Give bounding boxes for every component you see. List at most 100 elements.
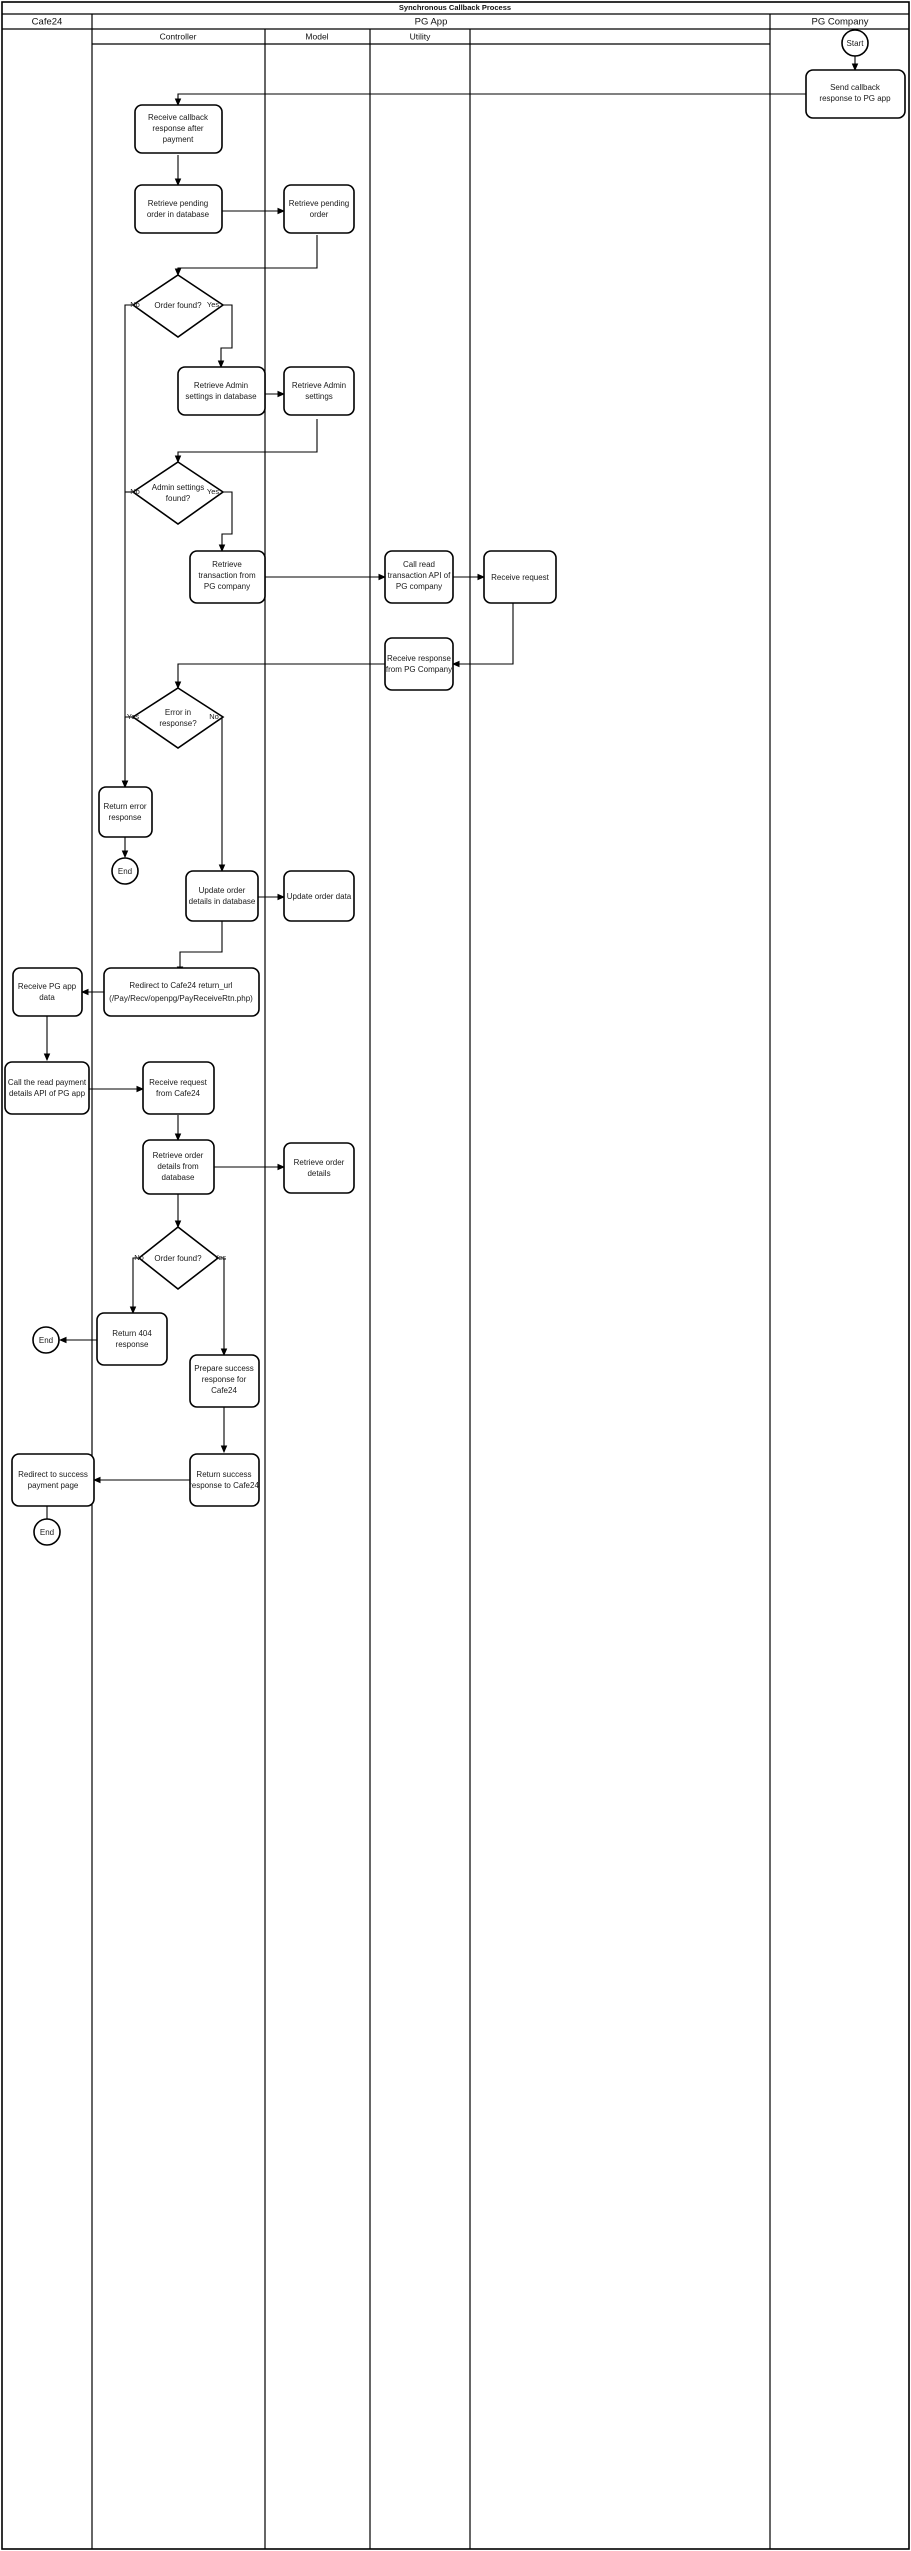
svg-text:Retrieve pending: Retrieve pending (148, 199, 208, 208)
edge-retrieve-admin-to-admin-found (174, 419, 318, 464)
svg-text:response to Cafe24: response to Cafe24 (189, 1481, 259, 1490)
node-end-1[interactable]: End (111, 857, 139, 885)
svg-text:details: details (307, 1169, 330, 1178)
svg-text:Retrieve order: Retrieve order (153, 1151, 204, 1160)
svg-text:Receive request: Receive request (149, 1078, 208, 1087)
node-order-found-1[interactable]: Order found? (131, 274, 225, 338)
svg-text:from PG Company: from PG Company (386, 665, 452, 674)
edge-label-error-yes: Yes (127, 712, 139, 721)
node-end-3-label: End (40, 1528, 54, 1537)
svg-text:Error in: Error in (165, 708, 191, 717)
svg-text:transaction from: transaction from (198, 571, 256, 580)
node-start[interactable]: Start (841, 29, 869, 57)
svg-text:Update order data: Update order data (287, 892, 352, 901)
node-admin-found[interactable]: Admin settings found? (131, 461, 225, 525)
svg-text:data: data (39, 993, 55, 1002)
edge-order-found-1-yes (217, 304, 233, 369)
node-receive-request-cafe24[interactable]: Receive request from Cafe24 (142, 1061, 215, 1115)
svg-text:details in database: details in database (189, 897, 256, 906)
svg-text:Order found?: Order found? (154, 301, 202, 310)
svg-text:Retrieve order: Retrieve order (294, 1158, 345, 1167)
edge-update-order-db-to-redirect-return-url (176, 921, 223, 975)
node-return-error[interactable]: Return error response (98, 786, 153, 838)
svg-text:Redirect to Cafe24 return_url: Redirect to Cafe24 return_url (129, 981, 232, 990)
edge-label-order-found-2-yes: Yes (214, 1253, 226, 1262)
node-return-404[interactable]: Return 404 response (96, 1312, 168, 1366)
svg-text:settings in database: settings in database (185, 392, 257, 401)
node-end-2[interactable]: End (32, 1326, 60, 1354)
svg-text:Return success: Return success (196, 1470, 251, 1479)
svg-text:response?: response? (159, 719, 197, 728)
node-prepare-success[interactable]: Prepare success response for Cafe24 (189, 1354, 260, 1408)
node-retrieve-pending-db[interactable]: Retrieve pending order in database (134, 184, 223, 234)
svg-text:response: response (109, 813, 142, 822)
svg-text:response: response (116, 1340, 149, 1349)
edge-label-admin-found-no: No (130, 487, 140, 496)
node-error-in-response[interactable]: Error in response? (131, 687, 225, 749)
svg-text:Redirect to success: Redirect to success (18, 1470, 88, 1479)
node-retrieve-admin[interactable]: Retrieve Admin settings (283, 366, 355, 416)
node-retrieve-order-db[interactable]: Retrieve order details from database (142, 1139, 215, 1195)
edge-label-order-found-1-no: No (130, 300, 140, 309)
svg-text:Call read: Call read (403, 560, 435, 569)
svg-text:Call the read payment: Call the read payment (8, 1078, 87, 1087)
svg-text:PG company: PG company (396, 582, 442, 591)
edge-labels: No Yes No Yes Yes No No Yes (127, 300, 226, 1262)
svg-text:database: database (162, 1173, 195, 1182)
lane-title-pgapp: PG App (415, 17, 448, 28)
flow-edges (43, 56, 859, 1532)
node-retrieve-pending[interactable]: Retrieve pending order (283, 184, 355, 234)
svg-text:Update order: Update order (199, 886, 246, 895)
svg-text:Return 404: Return 404 (112, 1329, 152, 1338)
svg-text:Order found?: Order found? (154, 1254, 202, 1263)
node-redirect-success[interactable]: Redirect to success payment page (11, 1453, 95, 1507)
svg-text:found?: found? (166, 494, 191, 503)
node-call-read-api[interactable]: Call read transaction API of PG company (384, 550, 454, 604)
node-call-read-payment[interactable]: Call the read payment details API of PG … (4, 1061, 90, 1115)
svg-text:payment page: payment page (28, 1481, 79, 1490)
node-update-order-data[interactable]: Update order data (283, 870, 355, 922)
node-retrieve-transaction[interactable]: Retrieve transaction from PG company (189, 550, 266, 604)
svg-text:Receive PG app: Receive PG app (18, 982, 77, 991)
node-order-found-2[interactable]: Order found? (137, 1225, 220, 1291)
node-receive-request-pg[interactable]: Receive request (483, 550, 557, 604)
svg-text:Admin settings: Admin settings (152, 483, 204, 492)
svg-text:Send callback: Send callback (830, 83, 881, 92)
edge-retrieve-pending-to-order-found-1 (174, 235, 318, 277)
node-send-callback[interactable]: Send callback response to PG app (805, 69, 906, 119)
svg-text:Retrieve Admin: Retrieve Admin (292, 381, 346, 390)
node-retrieve-order-details[interactable]: Retrieve order details (283, 1142, 355, 1194)
edge-order-found-2-yes (218, 1257, 228, 1357)
node-end-3[interactable]: End (33, 1518, 61, 1546)
svg-text:Cafe24: Cafe24 (211, 1386, 237, 1395)
node-receive-callback[interactable]: Receive callback response after payment (134, 104, 223, 154)
lane-title-cafe24: Cafe24 (32, 17, 63, 28)
svg-text:Retrieve Admin: Retrieve Admin (194, 381, 248, 390)
svg-text:response for: response for (202, 1375, 247, 1384)
svg-text:Receive request: Receive request (491, 573, 550, 582)
svg-text:Prepare success: Prepare success (194, 1364, 254, 1373)
lane-title-pgcompany: PG Company (811, 17, 868, 28)
node-end-2-label: End (39, 1336, 53, 1345)
node-update-order-db[interactable]: Update order details in database (185, 870, 259, 922)
svg-text:details from: details from (157, 1162, 199, 1171)
svg-text:(/Pay/Recv/openpg/PayReceiveRt: (/Pay/Recv/openpg/PayReceiveRtn.php) (109, 994, 253, 1003)
svg-text:response after: response after (152, 124, 203, 133)
node-receive-response-pg[interactable]: Receive response from PG Company (384, 637, 454, 691)
svg-text:from Cafe24: from Cafe24 (156, 1089, 201, 1098)
node-retrieve-admin-db[interactable]: Retrieve Admin settings in database (177, 366, 266, 416)
node-redirect-return-url[interactable]: Redirect to Cafe24 return_url (/Pay/Recv… (103, 967, 260, 1017)
node-return-success[interactable]: Return success response to Cafe24 (189, 1453, 260, 1507)
node-receive-pg-app-data[interactable]: Receive PG app data (12, 967, 83, 1017)
edge-send-callback-to-receive-callback (174, 93, 806, 107)
edge-error-in-response-yes (121, 716, 133, 789)
svg-text:PG company: PG company (204, 582, 250, 591)
svg-text:Receive callback: Receive callback (148, 113, 209, 122)
diagram-title: Synchronous Callback Process (399, 3, 511, 12)
edge-receive-response-pg-to-error-in-response (174, 663, 385, 690)
sublane-title-model: Model (305, 31, 328, 41)
edge-label-admin-found-yes: Yes (207, 487, 219, 496)
